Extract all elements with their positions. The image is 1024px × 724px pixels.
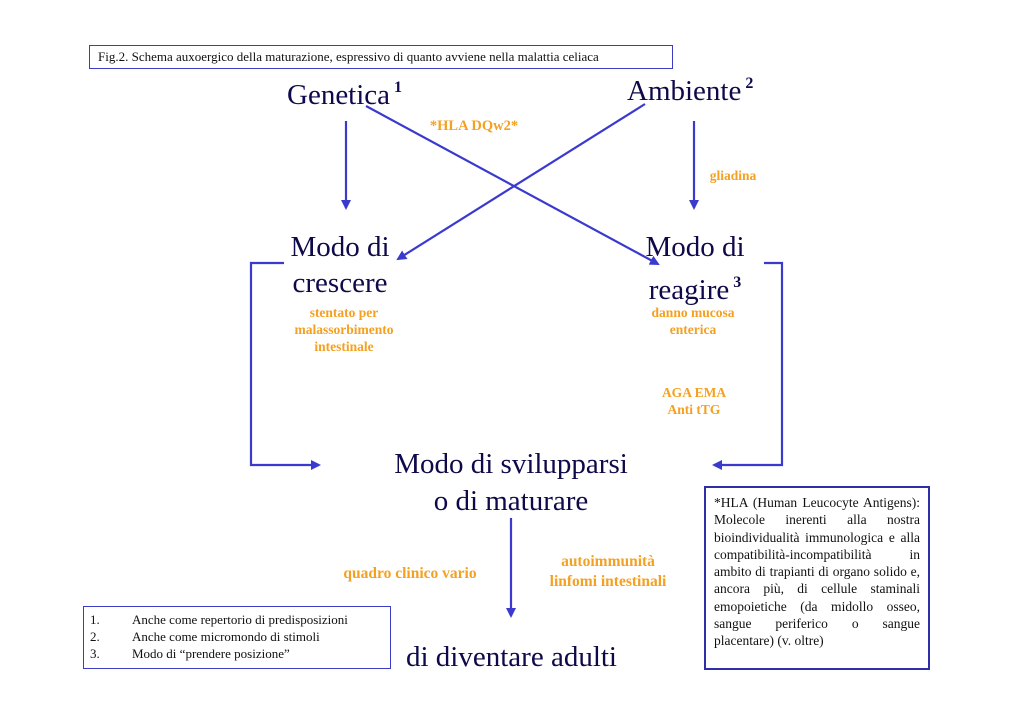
annotation-gliadina: gliadina [709,168,757,183]
note-row: 1. Anche come repertorio di predisposizi… [90,611,384,628]
annotation-stentato-line1: stentato per [309,305,379,320]
node-ambiente-label: Ambiente [627,75,742,107]
note-row: 2. Anche come micromondo di stimoli [90,628,384,645]
note-text: Modo di “prendere posizione” [132,646,290,661]
annotation-stentato-line3: intestinale [314,339,374,354]
annotation-hla: *HLA DQw2* [429,118,519,134]
figure-caption: Fig.2. Schema auxoergico della maturazio… [89,45,673,69]
node-reagire-line1: Modo di [645,231,745,263]
annotation-aga-line2: Anti tTG [667,402,721,417]
annotation-autoimmunita-line1: autoimmunità [561,553,655,570]
arrow-crescere-svilupparsi [249,261,321,470]
node-svilupparsi-line1: Modo di svilupparsi [394,448,628,480]
annotation-aga: AGA EMA Anti tTG [644,384,744,418]
annotation-danno: danno mucosa enterica [630,304,756,338]
node-crescere-line1: Modo di [290,231,390,263]
hla-definition-box: *HLA (Human Leucocyte Antigens): Molecol… [704,486,930,670]
arrow-ambiente-crescere [396,103,646,261]
node-crescere-line2: crescere [292,267,388,299]
note-text: Anche come micromondo di stimoli [132,629,320,644]
annotation-quadro: quadro clinico vario [343,565,477,582]
note-number: 1. [90,612,100,627]
note-text: Anche come repertorio di predisposizioni [132,612,348,627]
node-adulti: di diventare adulti [406,641,617,673]
annotation-aga-line1: AGA EMA [661,385,727,400]
note-row: 3. Modo di “prendere posizione” [90,645,384,662]
annotation-autoimmunita-line2: linfomi intestinali [549,573,667,590]
annotation-autoimmunita: autoimmunità linfomi intestinali [528,552,688,592]
node-svilupparsi-line2: o di maturare [433,485,589,517]
node-ambiente-sup: 2 [745,75,754,92]
annotation-danno-line2: enterica [669,322,717,337]
annotation-stentato-line2: malassorbimento [294,322,394,337]
annotation-danno-line1: danno mucosa [651,305,735,320]
note-number: 3. [90,646,100,661]
notes-box: 1. Anche come repertorio di predisposizi… [83,606,391,669]
node-reagire-sup: 3 [733,274,742,291]
node-crescere: Modo di crescere [280,229,400,301]
node-svilupparsi: Modo di svilupparsi o di maturare [380,446,642,520]
arrow-genetica-reagire [365,105,660,265]
node-genetica-sup: 1 [394,79,403,96]
annotation-stentato: stentato per malassorbimento intestinale [274,304,414,355]
node-genetica-label: Genetica [287,79,391,111]
arrow-reagire-svilupparsi [712,261,784,470]
node-reagire-line2: reagire [648,274,730,306]
note-number: 2. [90,629,100,644]
